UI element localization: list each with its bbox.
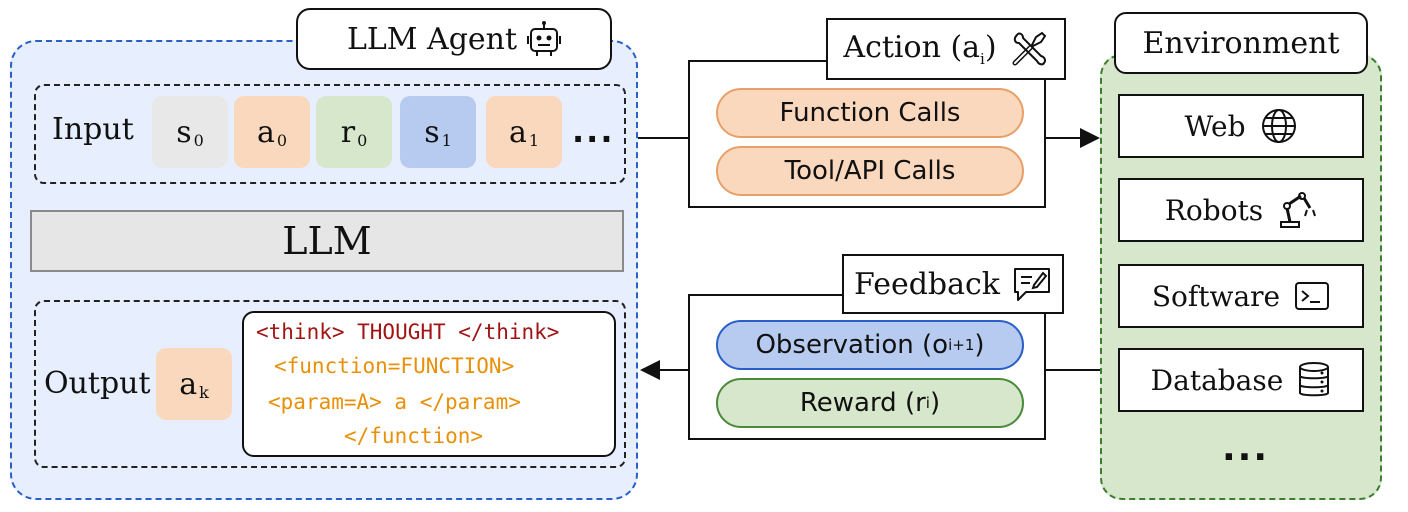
action-title: Action (ai) (826, 18, 1066, 80)
robot-icon (527, 21, 562, 56)
input-row (34, 84, 626, 184)
environment-title: Environment (1114, 12, 1368, 74)
input-label: Input (52, 112, 134, 147)
code-line-function-close: </function> (344, 424, 484, 448)
llm-agent-title: LLM Agent (296, 8, 612, 70)
environment-item-software: Software (1118, 264, 1364, 328)
code-line-function-open: <function=FUNCTION> (274, 354, 515, 378)
code-line-think: <think> THOUGHT </think> (256, 320, 560, 344)
environment-item-robots: Robots (1118, 178, 1364, 242)
robot-arm-icon (1280, 192, 1317, 228)
tool-api-calls-pill: Tool/API Calls (716, 146, 1024, 196)
output-row (34, 300, 626, 468)
feedback-title-text: Feedback (854, 266, 1000, 302)
terminal-icon (1295, 282, 1330, 310)
globe-icon (1261, 109, 1296, 143)
tools-icon (1012, 31, 1046, 66)
environment-ellipsis: ... (1222, 428, 1270, 469)
message-edit-icon (1013, 268, 1050, 301)
database-icon (1299, 362, 1330, 397)
environment-item-database: Database (1118, 348, 1364, 412)
code-box (242, 311, 616, 457)
output-label: Output (44, 366, 151, 401)
llm-agent-title-text: LLM Agent (346, 21, 518, 57)
action-title-text: Action (ai) (843, 30, 997, 68)
code-line-param: <param=A> a </param> (268, 390, 521, 414)
input-ellipsis: ... (572, 112, 615, 150)
environment-item-web: Web (1118, 94, 1364, 158)
llm-bar: LLM (30, 210, 624, 272)
feedback-title: Feedback (842, 254, 1064, 314)
function-calls-pill: Function Calls (716, 88, 1024, 138)
